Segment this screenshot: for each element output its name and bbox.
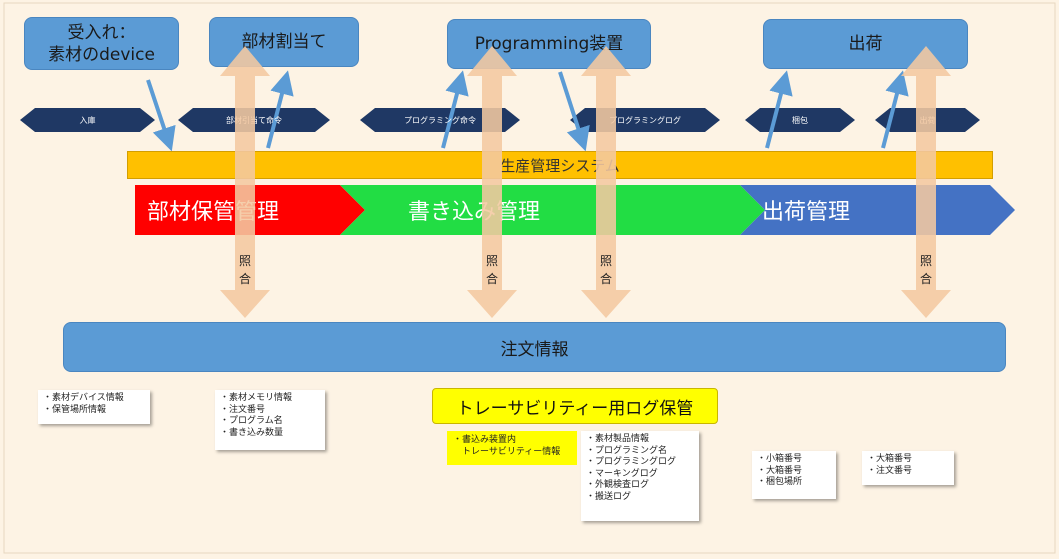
hex-arrow-shipping-label: 出荷 bbox=[919, 115, 936, 125]
note-line: ・梱包場所 bbox=[757, 477, 803, 487]
note-line: ・マーキングログ bbox=[586, 468, 658, 479]
hex-arrow-nyuko-label: 入庫 bbox=[79, 115, 96, 125]
hex-arrow-programming-cmd-label: プログラミング命令 bbox=[404, 115, 476, 125]
stage-writing-shape bbox=[340, 185, 765, 235]
note-line: ・大箱番号 bbox=[757, 465, 803, 476]
stage-parts-storage-label: 部材保管管理 bbox=[147, 200, 280, 225]
hex-arrow-allocation-cmd-label: 部材引当て命令 bbox=[226, 115, 282, 125]
note-line: ・搬送ログ bbox=[586, 491, 632, 502]
note-line: ・注文番号 bbox=[867, 465, 913, 476]
note-line: ・プログラミング名 bbox=[586, 445, 668, 456]
verify-label-shipping: 照 合 bbox=[919, 254, 932, 286]
note-line: ・小箱番号 bbox=[757, 454, 803, 464]
hex-arrow-programming-log-label: プログラミングログ bbox=[609, 115, 681, 125]
note-line: ・注文番号 bbox=[220, 404, 266, 415]
hex-arrow-packing-label: 梱包 bbox=[792, 115, 808, 125]
top-box-programming: Programming装置 bbox=[447, 19, 651, 69]
order-info-bar: 注文情報 bbox=[63, 322, 1006, 372]
note-writer-trace: ・書込み装置内 トレーサビリティー情報 bbox=[447, 431, 577, 465]
note-line: ・大箱番号 bbox=[867, 454, 913, 464]
note-line: ・書込み装置内 bbox=[453, 435, 517, 445]
note-device-info: ・素材デバイス情報・保管場所情報 bbox=[38, 390, 150, 424]
verify-label-allocation: 照 合 bbox=[238, 254, 251, 286]
note-line: ・プログラミングログ bbox=[586, 457, 677, 467]
link-arrow-receiving bbox=[146, 79, 176, 152]
top-box-receiving: 受入れ： 素材のdevice bbox=[24, 17, 179, 70]
note-line: ・書き込み数量 bbox=[220, 427, 284, 438]
note-line: ・外観検査ログ bbox=[586, 480, 650, 490]
top-box-shipping: 出荷 bbox=[763, 19, 968, 69]
note-product-info: ・素材製品情報・プログラミング名・プログラミングログ・マーキングログ・外観検査ロ… bbox=[581, 431, 699, 521]
note-line: ・素材デバイス情報 bbox=[43, 393, 124, 403]
verify-label-programming-log: 照 合 bbox=[599, 254, 612, 286]
link-arrow-packing bbox=[765, 70, 793, 149]
note-large-box-info: ・大箱番号・注文番号 bbox=[862, 451, 954, 485]
link-arrow-programming-out bbox=[558, 71, 590, 152]
traceability-log-box: トレーサビリティー用ログ保管 bbox=[432, 388, 718, 424]
top-box-allocation: 部材割当て bbox=[209, 17, 359, 67]
hex-arrow-nyuko-shape bbox=[20, 108, 155, 132]
link-arrow-programming-in bbox=[441, 70, 469, 149]
stage-writing-label: 書き込み管理 bbox=[408, 200, 541, 225]
note-line: ・素材製品情報 bbox=[586, 434, 650, 444]
note-line: ・プログラム名 bbox=[220, 416, 283, 426]
note-memory-info: ・素材メモリ情報・注文番号・プログラム名・書き込み数量 bbox=[215, 390, 325, 450]
verify-label-programming-cmd: 照 合 bbox=[485, 254, 498, 286]
note-line: ・素材メモリ情報 bbox=[220, 393, 293, 403]
system-bar: 生産管理システム bbox=[127, 151, 993, 179]
stage-shipping-label: 出荷管理 bbox=[762, 200, 851, 225]
note-line: ・保管場所情報 bbox=[43, 404, 107, 415]
note-box-info: ・小箱番号・大箱番号・梱包場所 bbox=[752, 451, 836, 499]
link-arrow-shipping bbox=[881, 70, 909, 149]
note-line: トレーサビリティー情報 bbox=[453, 447, 561, 457]
link-arrow-allocation bbox=[266, 70, 294, 149]
